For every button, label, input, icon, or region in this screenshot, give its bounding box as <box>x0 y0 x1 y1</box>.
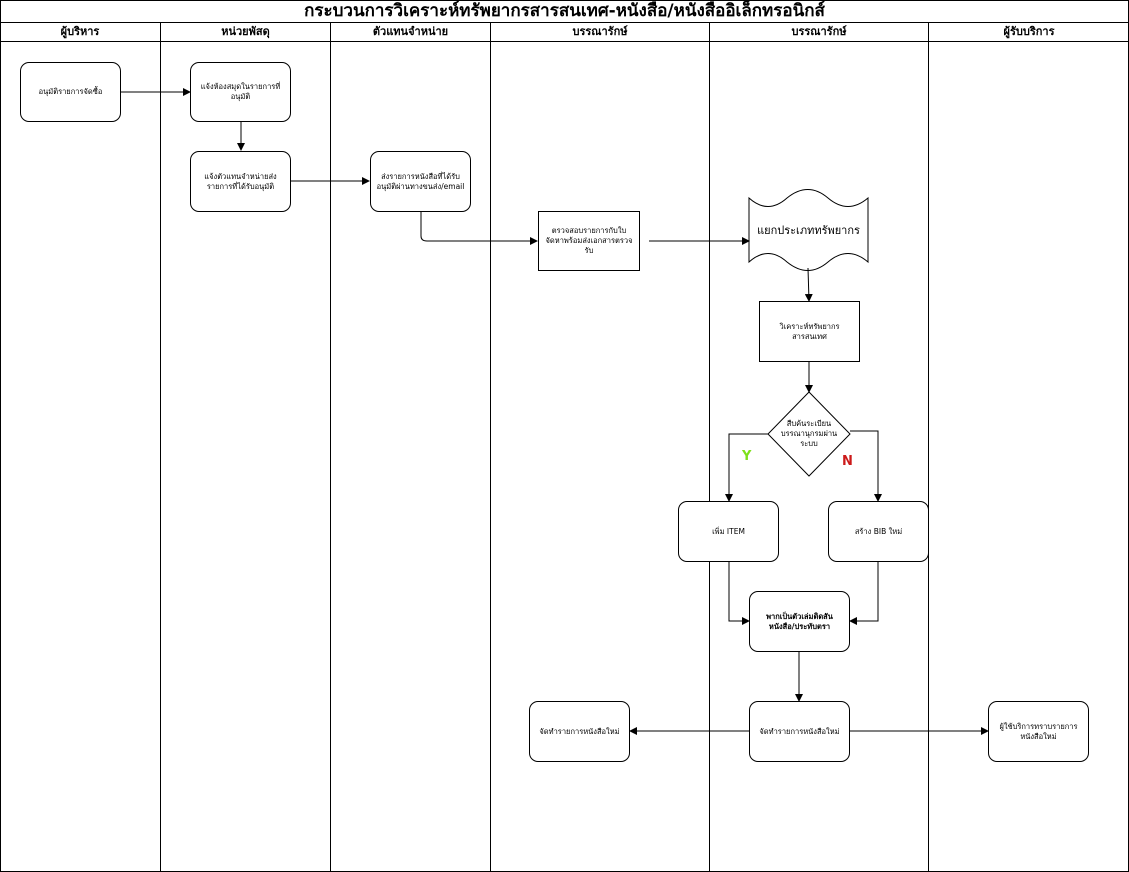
edge-decision-add-item <box>725 433 768 502</box>
edge-create-bib-label <box>849 562 879 625</box>
node-add-item: เพิ่ม ITEM <box>678 501 779 562</box>
node-user-notify: ผู้ใช้บริการทราบรายการหนังสือใหม่ <box>988 701 1089 762</box>
node-new-list-left: จัดทำรายการหนังสือใหม่ <box>529 701 630 762</box>
lane-header-vendor: ตัวแทนจำหน่าย <box>372 25 449 38</box>
lane-header-librarian-1: บรรณารักษ์ <box>572 25 628 38</box>
decision-no-label: N <box>842 454 853 469</box>
lane-header-service-user: ผู้รับบริการ <box>1003 25 1055 38</box>
edge-add-item-label <box>728 562 750 625</box>
node-check-list: ตรวจสอบรายการกับใบจัดหาพร้อมส่งเอกสารตรว… <box>538 211 640 271</box>
node-notify-library: แจ้งห้องสมุดในรายการที่อนุมัติ <box>190 62 291 122</box>
lane-header-librarian-2: บรรณารักษ์ <box>791 25 847 38</box>
node-approve: อนุมัติรายการจัดซื้อ <box>20 62 121 122</box>
node-search-catalog: สืบค้นระเบียนบรรณานุกรมผ่านระบบ <box>780 419 838 448</box>
node-vendor-send: ส่งรายการหนังสือที่ได้รับอนุมัติผ่านทางข… <box>370 151 471 212</box>
decision-yes-label: Y <box>742 449 752 464</box>
edge-decision-create-bib <box>850 430 882 502</box>
node-notify-vendor: แจ้งตัวแทนจำหน่ายส่งรายการที่ได้รับอนุมั… <box>190 151 291 212</box>
edge-vendor-send-check-list <box>420 212 538 245</box>
lane-header-executive: ผู้บริหาร <box>60 25 100 38</box>
lane-header-procurement: หน่วยพัสดุ <box>221 25 270 38</box>
node-create-bib: สร้าง BIB ใหม่ <box>828 501 929 562</box>
decision-diamond <box>767 391 851 477</box>
node-new-list-center: จัดทำรายการหนังสือใหม่ <box>749 701 850 762</box>
node-classify: แยกประเภททรัพยากร <box>757 223 860 237</box>
node-analyze: วิเคราะห์ทรัพยากรสารสนเทศ <box>759 301 860 362</box>
node-label: พากเป็นตัวเล่มติดสันหนังสือ/ประทับตรา <box>749 591 850 652</box>
document-shape <box>748 189 869 271</box>
diagram-title: กระบวนการวิเคราะห์ทรัพยากรสารสนเทศ-หนังส… <box>304 1 825 21</box>
edge-classify-analyze <box>804 267 813 302</box>
